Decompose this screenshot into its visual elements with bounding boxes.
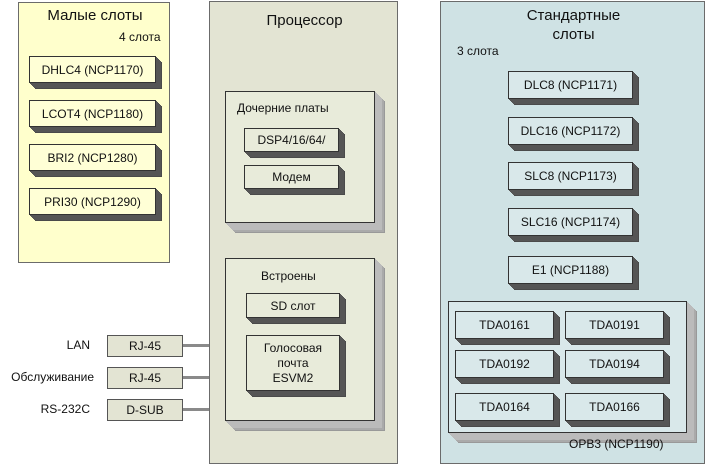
voicemail-line-3: ESVM2 [272,370,314,385]
small-slots-panel: Малые слоты 4 слота DHLC4 (NCP1170) LCOT… [18,2,170,263]
lan-line [183,344,209,347]
card-dsp: DSP4/16/64/ [244,128,339,152]
card-dlc8: DLC8 (NCP1171) [508,71,633,99]
opb3-group: TDA0161 TDA0191 TDA0192 TDA0194 TDA0164 … [448,301,687,433]
card-pri30: PRI30 (NCP1290) [29,188,156,215]
standard-slots-count: 3 слота [457,44,499,58]
card-bri2: BRI2 (NCP1280) [29,144,156,171]
voicemail-line-2: почта [277,355,309,370]
card-lcot4: LCOT4 (NCP1180) [29,100,156,127]
card-tda0194: TDA0194 [565,350,664,378]
card-dhlc4: DHLC4 (NCP1170) [29,56,156,83]
small-slots-title: Малые слоты [47,7,143,24]
standard-slots-title-line-2: слоты [552,26,595,43]
card-tda0191: TDA0191 [565,311,664,339]
card-tda0166: TDA0166 [565,393,664,421]
standard-slots-title-line-1: Стандартные [526,7,621,24]
processor-title: Процессор [266,12,343,29]
sd-slot: SD слот [246,293,340,318]
connector-lan: RJ-45 [107,335,183,357]
card-slc16: SLC16 (NCP1174) [508,208,633,236]
small-slots-count: 4 слота [119,30,161,44]
port-label-service: Обслуживание [11,370,94,384]
builtin-group: Встроены SD слот Голосовая почта ESVM2 [225,258,375,421]
daughter-boards-title: Дочерние платы [237,101,329,115]
card-tda0164: TDA0164 [455,393,554,421]
standard-slots-title: Стандартные слоты [441,6,706,44]
daughter-boards-group: Дочерние платы DSP4/16/64/ Модем [225,91,375,223]
port-label-lan: LAN [66,338,90,352]
voicemail-line-1: Голосовая [263,340,323,355]
opb3-label: OPB3 (NCP1190) [569,437,664,451]
connector-service: RJ-45 [107,367,183,389]
connector-rs232c: D-SUB [107,399,183,421]
card-tda0192: TDA0192 [455,350,554,378]
port-label-rs232c: RS-232C [40,402,90,416]
card-e1: E1 (NCP1188) [508,256,633,284]
card-slc8: SLC8 (NCP1173) [508,162,633,190]
card-dlc16: DLC16 (NCP1172) [508,117,633,145]
card-modem: Модем [244,165,339,189]
processor-panel: Процессор Дочерние платы DSP4/16/64/ Мод… [209,1,398,464]
voicemail-esvm2: Голосовая почта ESVM2 [246,335,340,391]
builtin-title: Встроены [261,269,316,283]
service-line [183,376,209,379]
card-tda0161: TDA0161 [455,311,554,339]
standard-slots-panel: Стандартные слоты 3 слота DLC8 (NCP1171)… [440,1,705,464]
rs232c-line [183,408,209,411]
